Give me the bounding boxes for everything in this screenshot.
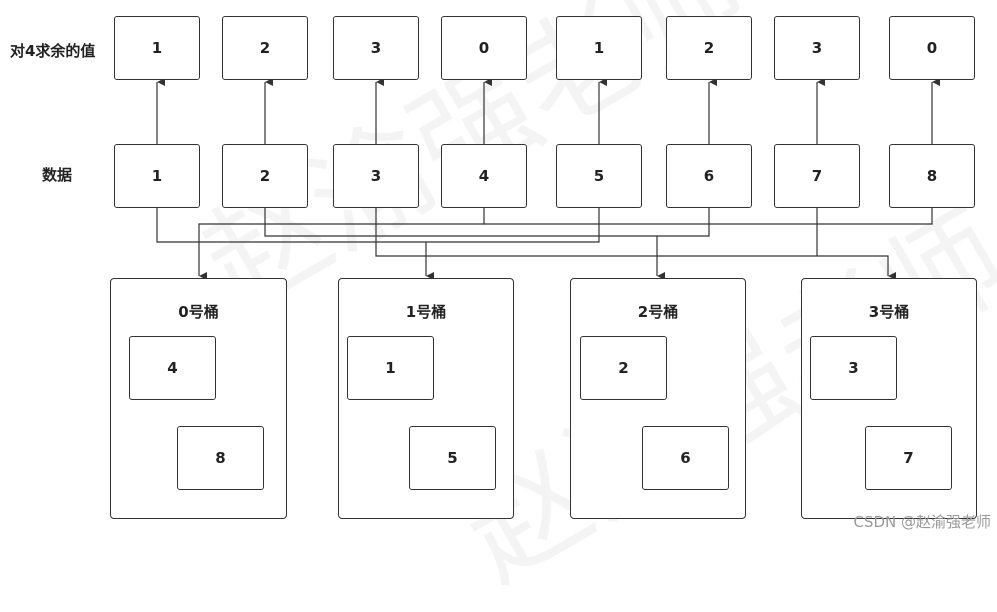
data-box: 5	[556, 144, 642, 208]
data-box: 7	[774, 144, 860, 208]
remainder-row-label: 对4求余的值	[10, 42, 96, 60]
remainder-box: 1	[556, 16, 642, 80]
remainder-box: 2	[222, 16, 308, 80]
data-box: 4	[441, 144, 527, 208]
remainder-box: 1	[114, 16, 200, 80]
data-box: 1	[114, 144, 200, 208]
data-box: 8	[889, 144, 975, 208]
bucket-item: 7	[865, 426, 952, 490]
data-box: 3	[333, 144, 419, 208]
bucket-item: 8	[177, 426, 264, 490]
bucket-item: 5	[409, 426, 496, 490]
bucket-item: 3	[810, 336, 897, 400]
remainder-box: 3	[774, 16, 860, 80]
bucket-title: 0号桶	[178, 303, 219, 321]
remainder-box: 3	[333, 16, 419, 80]
data-box: 2	[222, 144, 308, 208]
bucket-item: 4	[129, 336, 216, 400]
remainder-box: 0	[889, 16, 975, 80]
remainder-box: 2	[666, 16, 752, 80]
bucket-title: 3号桶	[868, 303, 910, 321]
bucket-item: 6	[642, 426, 729, 490]
connector-lines	[156, 78, 940, 280]
bucket-item: 1	[347, 336, 434, 400]
bucket-title: 2号桶	[637, 303, 679, 321]
bucket-title: 1号桶	[405, 303, 447, 321]
remainder-box: 0	[441, 16, 527, 80]
bucket-item: 2	[580, 336, 667, 400]
data-row-label: 数据	[42, 166, 73, 184]
data-box: 6	[666, 144, 752, 208]
watermark-text: CSDN @赵渝强老师	[853, 513, 991, 531]
